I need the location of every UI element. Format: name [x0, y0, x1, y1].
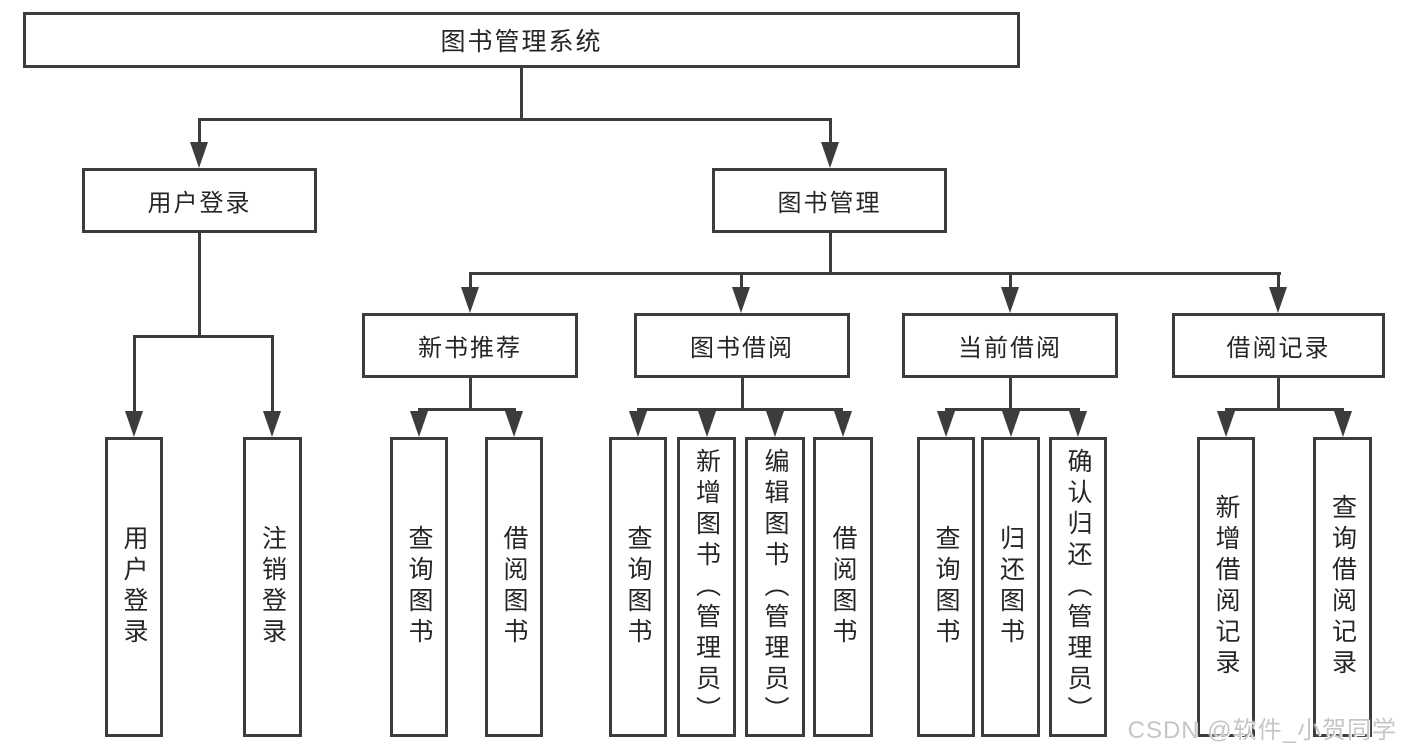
arrowhead-down-icon	[1269, 287, 1287, 313]
leaf-rec-query-books: 查询图书	[390, 437, 448, 737]
arrowhead-down-icon	[263, 411, 281, 437]
arrowhead-down-icon	[1002, 411, 1020, 437]
connector-line	[829, 231, 832, 275]
arrowhead-down-icon	[125, 411, 143, 437]
node-borrowing-records: 借阅记录	[1172, 313, 1385, 378]
connector-line	[418, 408, 516, 411]
connector-line	[740, 272, 743, 290]
watermark: CSDN @软件_小贺同学	[1127, 717, 1397, 744]
connector-line	[637, 408, 843, 411]
node-book-management: 图书管理	[712, 168, 947, 233]
connector-line	[1009, 272, 1012, 290]
leaf-bb-borrow-books: 借阅图书	[813, 437, 873, 737]
leaf-br-query-record: 查询借阅记录	[1313, 437, 1372, 737]
connector-line	[1009, 376, 1012, 411]
arrowhead-down-icon	[461, 287, 479, 313]
connector-line	[829, 118, 832, 146]
arrowhead-down-icon	[766, 411, 784, 437]
arrowhead-down-icon	[1069, 411, 1087, 437]
leaf-bb-edit-books-admin: 编辑图书（管理员）	[745, 437, 805, 737]
connector-line	[198, 118, 832, 121]
arrowhead-down-icon	[937, 411, 955, 437]
arrowhead-down-icon	[1217, 411, 1235, 437]
connector-line	[520, 66, 523, 120]
connector-line	[741, 376, 744, 411]
leaf-rec-borrow-books: 借阅图书	[485, 437, 543, 737]
leaf-bb-query-books: 查询图书	[609, 437, 667, 737]
connector-line	[469, 272, 472, 290]
connector-line	[198, 118, 201, 146]
arrowhead-down-icon	[698, 411, 716, 437]
connector-line	[469, 376, 472, 411]
node-current-borrowing: 当前借阅	[902, 313, 1118, 378]
connector-line	[469, 272, 1281, 275]
node-new-book-recommendation: 新书推荐	[362, 313, 578, 378]
leaf-br-add-record: 新增借阅记录	[1197, 437, 1255, 737]
connector-line	[271, 335, 274, 413]
node-user-login: 用户登录	[82, 168, 317, 233]
connector-line	[198, 231, 201, 337]
leaf-cb-confirm-return-admin: 确认归还（管理员）	[1049, 437, 1107, 737]
connector-line	[1277, 272, 1280, 290]
arrowhead-down-icon	[834, 411, 852, 437]
arrowhead-down-icon	[1334, 411, 1352, 437]
leaf-user-login: 用户登录	[105, 437, 163, 737]
node-library-management-system: 图书管理系统	[23, 12, 1020, 68]
leaf-cb-query-books: 查询图书	[917, 437, 975, 737]
arrowhead-down-icon	[505, 411, 523, 437]
connector-line	[133, 335, 274, 338]
leaf-logout: 注销登录	[243, 437, 302, 737]
leaf-cb-return-books: 归还图书	[981, 437, 1040, 737]
connector-line	[1225, 408, 1344, 411]
arrowhead-down-icon	[410, 411, 428, 437]
arrowhead-down-icon	[732, 287, 750, 313]
arrowhead-down-icon	[821, 142, 839, 168]
connector-line	[945, 408, 1080, 411]
connector-line	[133, 335, 136, 413]
arrowhead-down-icon	[1001, 287, 1019, 313]
leaf-bb-add-books-admin: 新增图书（管理员）	[677, 437, 736, 737]
node-book-borrowing: 图书借阅	[634, 313, 850, 378]
arrowhead-down-icon	[629, 411, 647, 437]
arrowhead-down-icon	[190, 142, 208, 168]
connector-line	[1277, 376, 1280, 411]
